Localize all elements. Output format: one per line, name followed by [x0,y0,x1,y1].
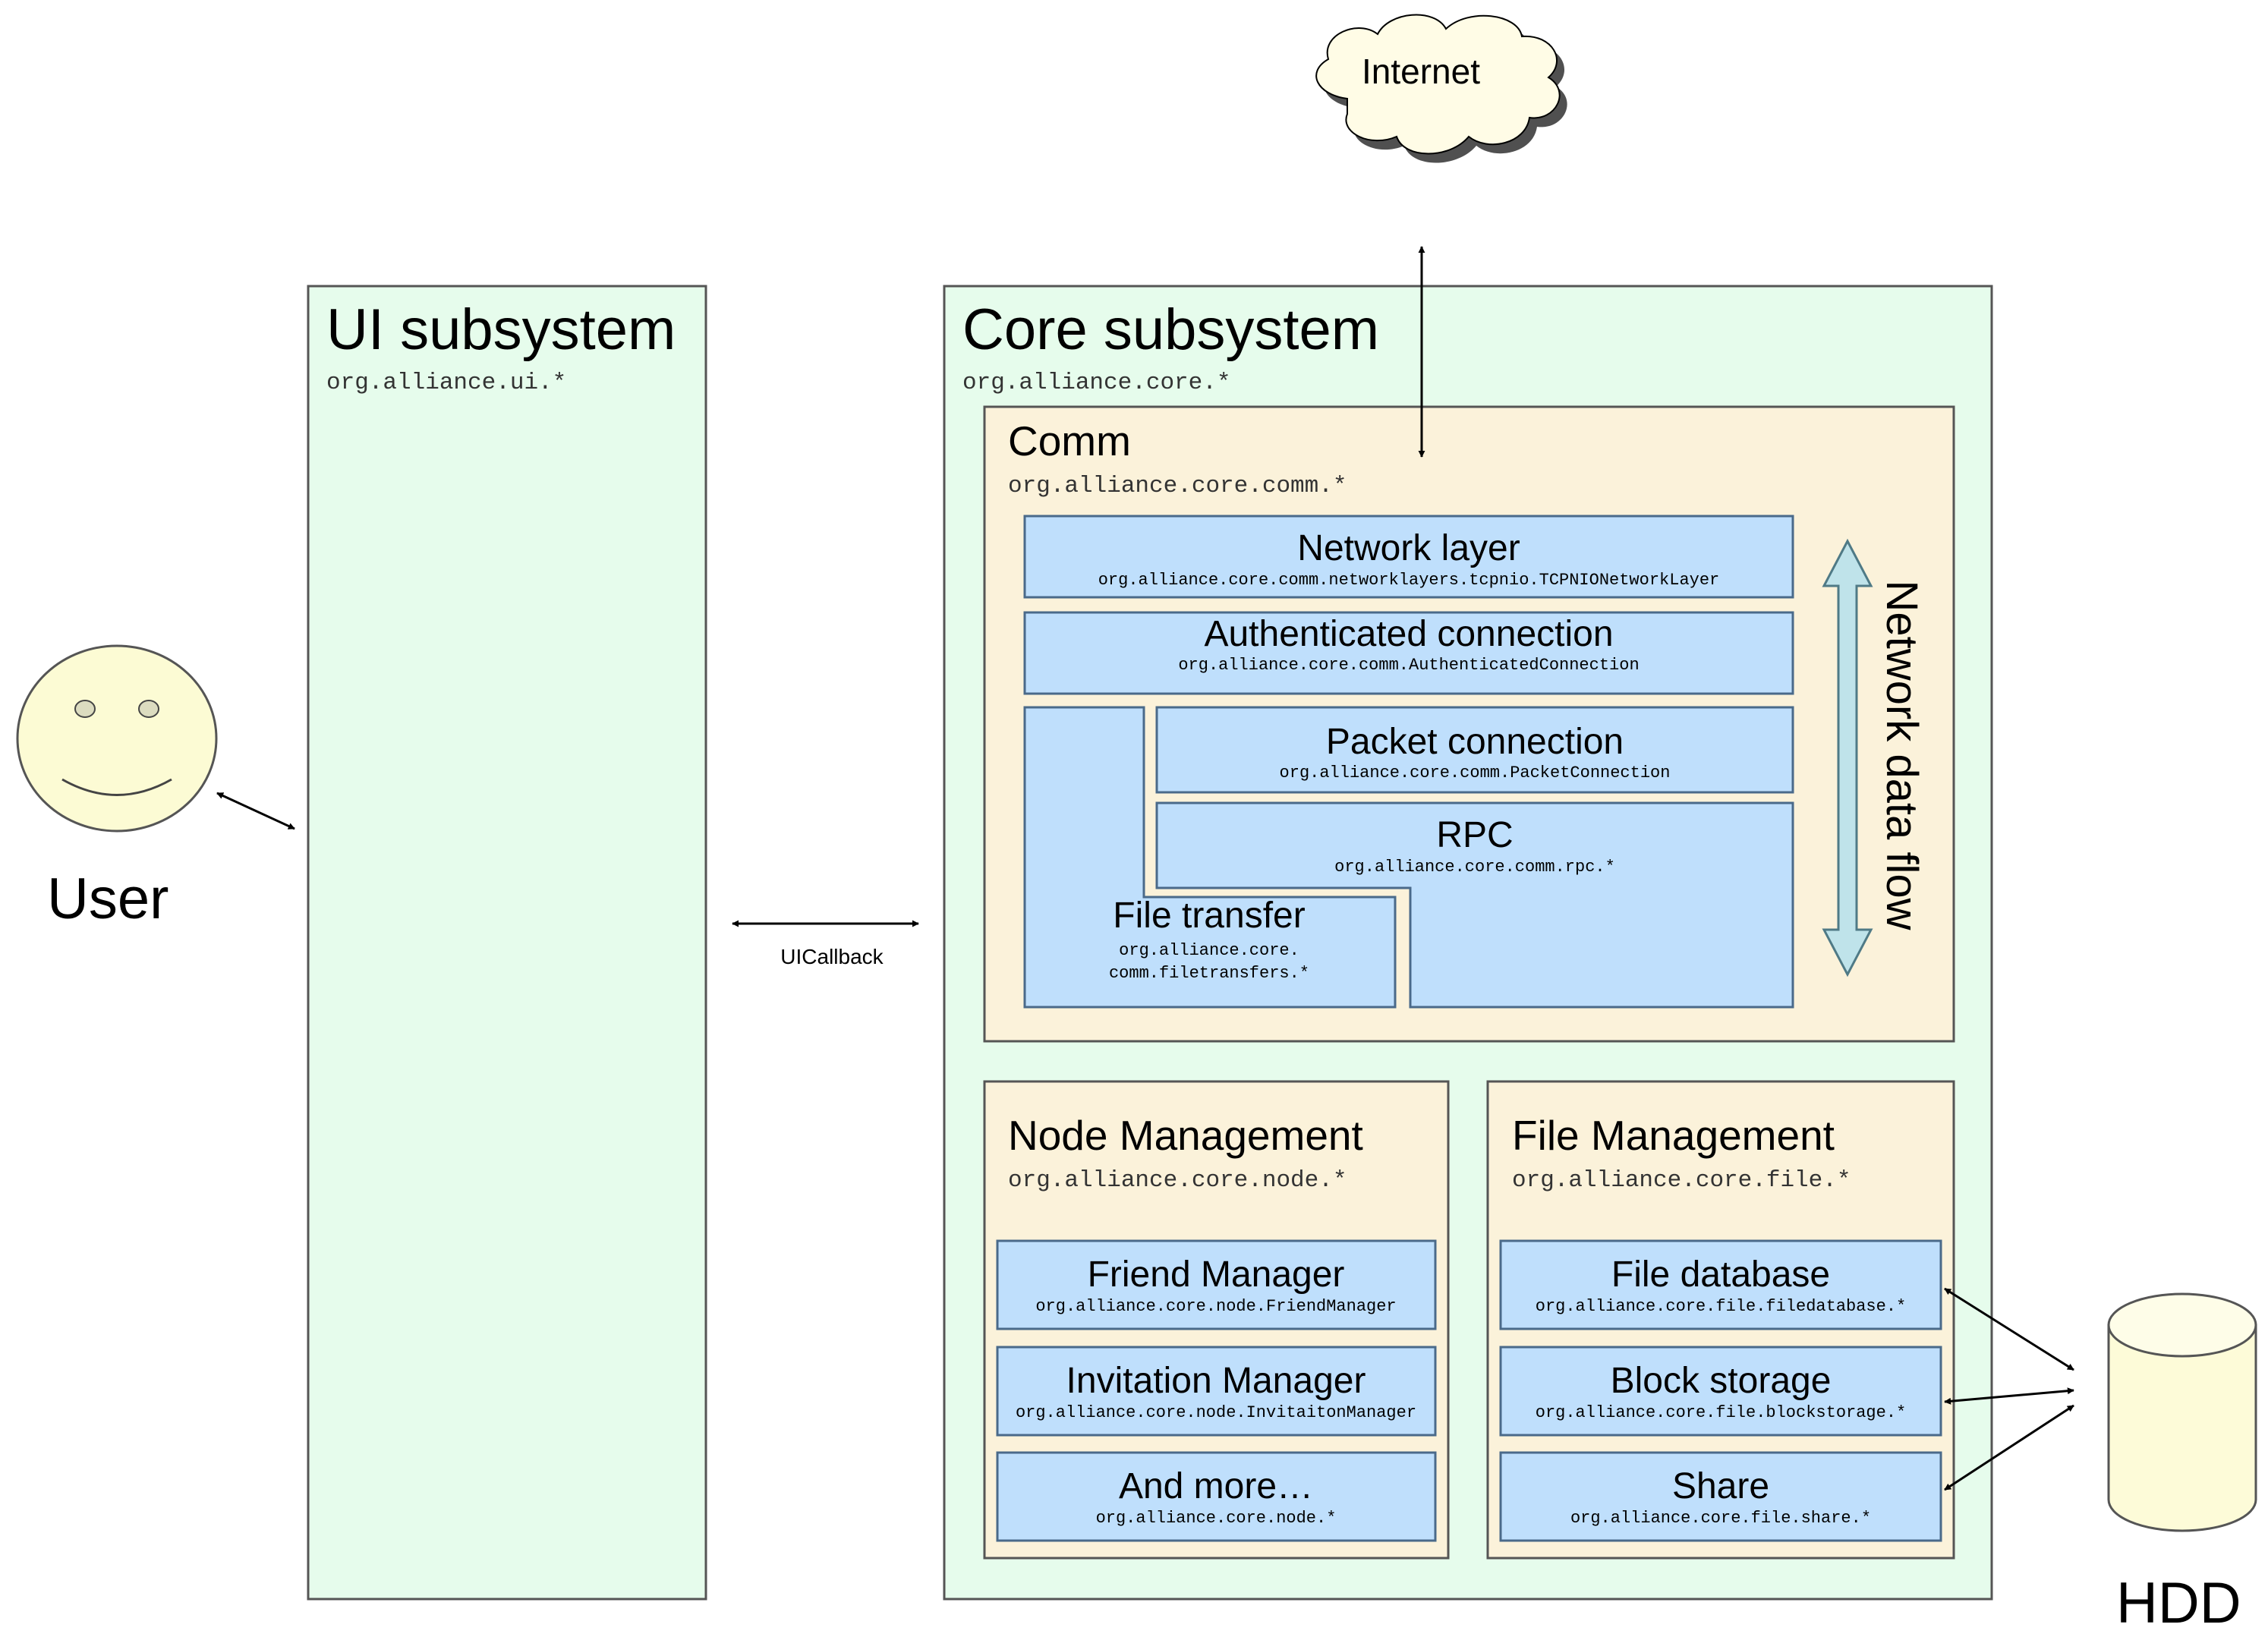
block-storage-title: Block storage [1611,1361,1832,1401]
hdd-cylinder [2107,1292,2257,1532]
file-database-hdd-arrow [1944,1287,2074,1371]
friend-manager-box: Friend Manager org.alliance.core.node.Fr… [996,1239,1437,1330]
core-subsystem-package: org.alliance.core.* [962,370,1230,396]
network-layer-title: Network layer [1297,528,1520,568]
ui-callback-label: UICallback [780,945,884,968]
file-database-box: File database org.alliance.core.file.fil… [1499,1239,1942,1330]
share-title: Share [1672,1466,1769,1506]
invitation-manager-box: Invitation Manager org.alliance.core.nod… [996,1346,1437,1437]
invitation-manager-title: Invitation Manager [1066,1361,1366,1401]
file-transfer-box: File transfer org.alliance.core. comm.fi… [1023,706,1397,1009]
network-data-flow-arrow [1822,538,1873,977]
comm-title: Comm [1008,417,1131,464]
block-storage-box: Block storage org.alliance.core.file.blo… [1499,1346,1942,1437]
right-eye [138,700,159,718]
node-management-title: Node Management [1008,1112,1363,1159]
network-layer-package: org.alliance.core.comm.networklayers.tcp… [1098,571,1720,590]
friend-manager-package: org.alliance.core.node.FriendManager [1035,1297,1396,1316]
rpc-box: RPC org.alliance.core.comm.rpc.* [1155,801,1794,1009]
node-management-package: org.alliance.core.node.* [1008,1167,1347,1194]
file-transfer-title: File transfer [1113,896,1305,936]
user-face [16,644,218,833]
network-data-flow-label: Network data flow [1877,581,1926,931]
user-ui-arrow [216,792,295,830]
comm-package: org.alliance.core.comm.* [1008,473,1347,499]
internet-label: Internet [1362,52,1480,91]
authenticated-connection-title: Authenticated connection [1204,614,1613,654]
user-label: User [47,867,169,931]
and-more-box: And more… org.alliance.core.node.* [996,1451,1437,1542]
block-storage-hdd-arrow [1944,1387,2074,1405]
file-transfer-package-line2: comm.filetransfers.* [1109,964,1309,983]
authenticated-connection-box: Authenticated connection org.alliance.co… [1023,611,1794,695]
share-box: Share org.alliance.core.file.share.* [1499,1451,1942,1542]
share-package: org.alliance.core.file.share.* [1570,1509,1871,1528]
ui-subsystem-box [307,285,707,1601]
file-management-title: File Management [1512,1112,1835,1159]
left-eye [74,700,96,718]
authenticated-connection-package: org.alliance.core.comm.AuthenticatedConn… [1178,656,1639,675]
mouth [61,778,172,796]
block-storage-package: org.alliance.core.file.blockstorage.* [1536,1403,1906,1422]
internet-cloud: Internet [1315,14,1567,163]
rpc-title: RPC [1436,815,1513,855]
invitation-manager-package: org.alliance.core.node.InvitaitonManager [1016,1403,1416,1422]
packet-connection-box: Packet connection org.alliance.core.comm… [1155,706,1794,794]
and-more-package: org.alliance.core.node.* [1096,1509,1337,1528]
and-more-title: And more… [1119,1466,1313,1506]
ui-subsystem-package: org.alliance.ui.* [326,370,566,396]
packet-connection-title: Packet connection [1326,722,1624,762]
share-hdd-arrow [1944,1404,2074,1491]
hdd-label: HDD [2116,1571,2241,1635]
file-database-package: org.alliance.core.file.filedatabase.* [1536,1297,1906,1316]
file-transfer-package-line1: org.alliance.core. [1119,941,1299,960]
packet-connection-package: org.alliance.core.comm.PacketConnection [1280,763,1671,782]
friend-manager-title: Friend Manager [1088,1255,1345,1295]
file-management-package: org.alliance.core.file.* [1512,1167,1851,1194]
rpc-package: org.alliance.core.comm.rpc.* [1334,858,1615,877]
network-layer-box: Network layer org.alliance.core.comm.net… [1023,515,1794,599]
core-subsystem-title: Core subsystem [962,297,1379,362]
ui-subsystem-title: UI subsystem [326,297,676,362]
file-database-title: File database [1611,1255,1830,1295]
